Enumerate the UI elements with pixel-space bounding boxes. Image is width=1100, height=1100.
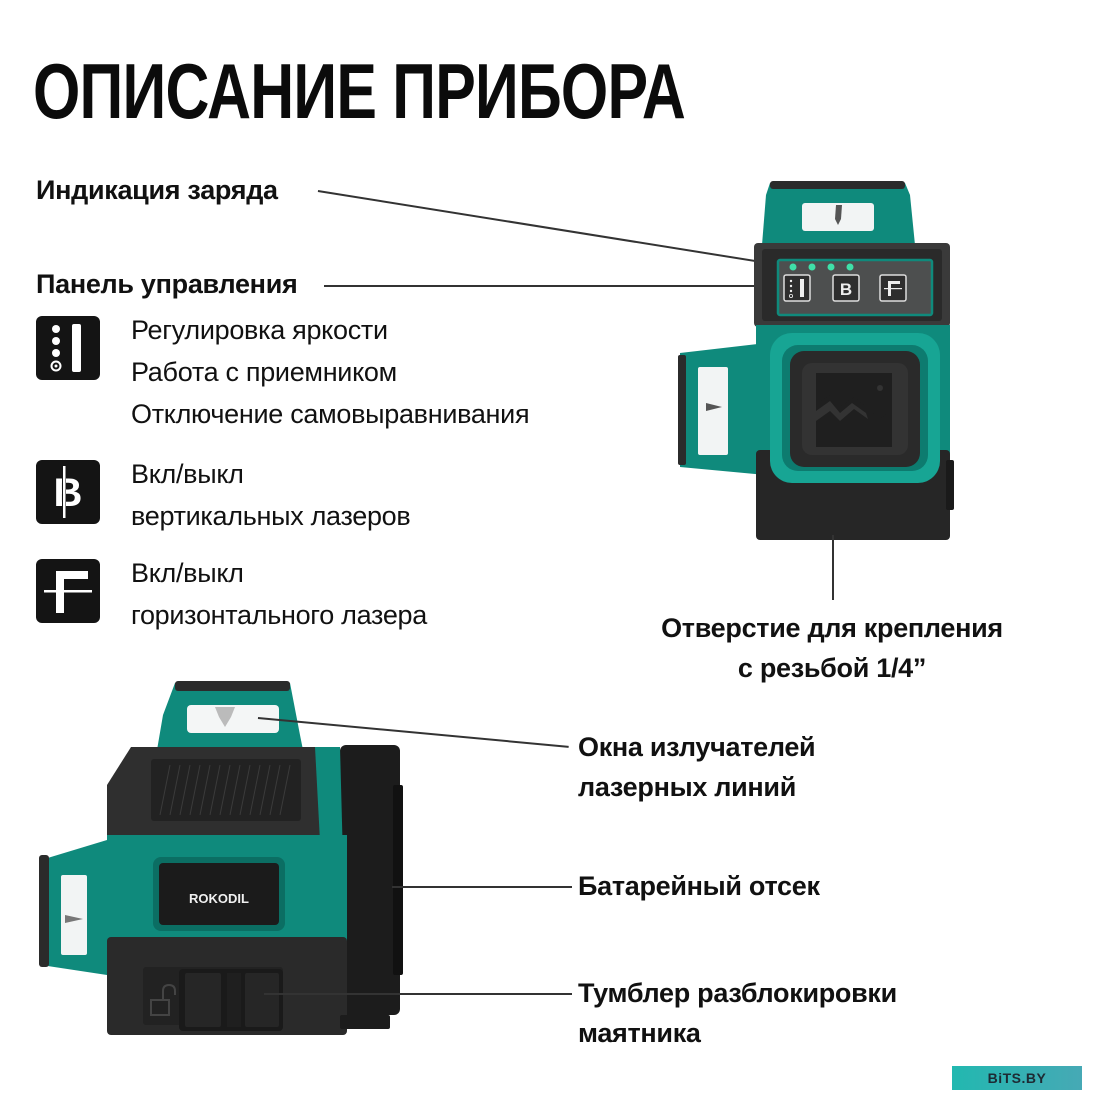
callout-mount-hole: Отверстие для крепления с резьбой 1/4” [649, 608, 1015, 688]
legend-text: Регулировка яркости [131, 315, 388, 345]
legend-text: горизонтального лазера [131, 600, 427, 630]
callout-laser-windows: Окна излучателей лазерных линий [578, 727, 816, 807]
legend-text: Вкл/выкл [131, 459, 244, 489]
legend-text: Вкл/выкл [131, 558, 244, 588]
vertical-lasers-icon: B [36, 460, 100, 524]
legend-item-brightness: Регулировка яркости Работа с приемником … [131, 309, 530, 435]
device-front-view: B [670, 175, 960, 545]
leader-line-pendulum [264, 993, 572, 995]
svg-text:ROKODIL: ROKODIL [189, 891, 249, 906]
callout-mount-hole-line1: Отверстие для крепления [661, 613, 1003, 643]
svg-text:B: B [840, 280, 852, 299]
callout-battery: Батарейный отсек [578, 871, 820, 901]
horizontal-laser-icon [36, 559, 100, 623]
callout-charge-indicator: Индикация заряда [36, 175, 278, 205]
callout-control-panel: Панель управления [36, 269, 298, 299]
page-title: ОПИСАНИЕ ПРИБОРА [33, 47, 686, 135]
callout-pendulum-lock: Тумблер разблокировки маятника [578, 973, 897, 1053]
leader-line-mount [832, 535, 834, 600]
legend-text: вертикальных лазеров [131, 501, 411, 531]
legend-item-horizontal: Вкл/выкл горизонтального лазера [131, 552, 427, 636]
callout-laser-windows-line1: Окна излучателей [578, 732, 816, 762]
watermark-badge: BiTS.BY [952, 1066, 1082, 1090]
brightness-receiver-icon [36, 316, 100, 380]
legend-text: Работа с приемником [131, 357, 397, 387]
svg-text:B: B [54, 471, 83, 515]
callout-mount-hole-line2: с резьбой 1/4” [737, 653, 927, 683]
callout-pendulum-lock-line2: маятника [578, 1018, 701, 1048]
callout-laser-windows-line2: лазерных линий [578, 772, 797, 802]
leader-line-panel [324, 285, 786, 287]
device-side-view: ROKODIL [35, 675, 415, 1045]
leader-line-battery [392, 886, 572, 888]
legend-text: Отключение самовыравнивания [131, 399, 530, 429]
legend-item-vertical: Вкл/выкл вертикальных лазеров [131, 453, 411, 537]
callout-pendulum-lock-line1: Тумблер разблокировки [578, 978, 897, 1008]
